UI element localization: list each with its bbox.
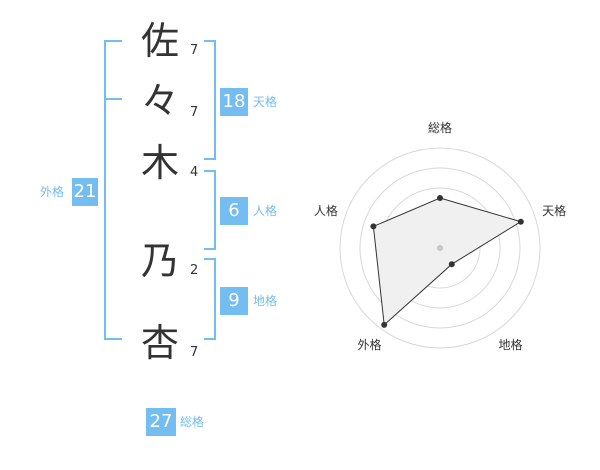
radar-point-4 xyxy=(381,321,388,328)
tenkaku-bracket xyxy=(204,40,216,160)
gaikaku-label: 外格 xyxy=(40,185,65,199)
name-char-4: 乃 xyxy=(140,239,179,283)
gaikaku-bracket-tick xyxy=(104,98,122,100)
jinkaku-score-badge: 6 xyxy=(220,197,248,225)
name-char-1: 佐 xyxy=(140,19,179,63)
name-char-5: 杏 xyxy=(140,321,179,365)
jinkaku-bracket xyxy=(204,170,216,250)
name-char-2: 々 xyxy=(140,79,179,123)
radar-ring-5 xyxy=(339,147,541,349)
radar-ring-4 xyxy=(359,167,521,329)
radar-points xyxy=(370,195,524,328)
radar-point-5 xyxy=(370,223,377,230)
chikaku-bracket xyxy=(204,258,216,340)
radar-axis-label-4: 外格 xyxy=(357,337,381,352)
jinkaku-label: 人格 xyxy=(253,204,278,218)
radar-axis-label-1: 総格 xyxy=(428,120,452,135)
stroke-count-4: 2 xyxy=(190,263,199,278)
gaikaku-score-badge: 21 xyxy=(72,178,98,206)
radar-point-3 xyxy=(448,261,455,268)
soukaku-label: 総格 xyxy=(180,415,205,429)
tenkaku-label: 天格 xyxy=(253,95,278,109)
stroke-count-3: 4 xyxy=(190,165,199,180)
soukaku-score-badge: 27 xyxy=(146,408,176,436)
chikaku-label: 地格 xyxy=(253,294,278,308)
tenkaku-score-badge: 18 xyxy=(220,88,248,116)
radar-point-1 xyxy=(437,195,443,201)
radar-axis-label-5: 人格 xyxy=(314,203,338,218)
chikaku-score-badge: 9 xyxy=(220,287,248,315)
radar-axis-label-2: 天格 xyxy=(542,203,566,218)
radar-axis-label-3: 地格 xyxy=(498,337,522,352)
stroke-count-5: 7 xyxy=(190,345,199,360)
name-char-3: 木 xyxy=(140,141,179,185)
stroke-count-2: 7 xyxy=(190,105,199,120)
radar-center-dot xyxy=(437,245,443,251)
radar-area xyxy=(372,197,523,326)
gaikaku-bracket xyxy=(104,40,122,340)
radar-point-2 xyxy=(517,218,524,225)
stroke-count-1: 7 xyxy=(190,43,199,58)
